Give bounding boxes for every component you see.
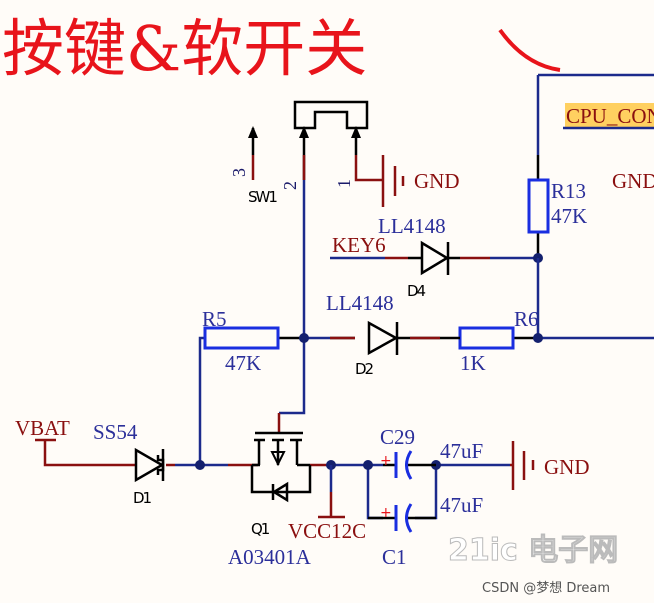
ground-icon xyxy=(510,441,535,490)
r5-value: 47K xyxy=(225,351,261,375)
sw1-pin-2: 2 xyxy=(280,181,300,190)
power-row: VBAT SS54 D1 Q1 A03401A VCC12C + + xyxy=(15,416,590,569)
d2-value: LL4148 xyxy=(326,291,394,315)
switch-sw1: 3 2 1 SW1 GND xyxy=(229,100,460,207)
capacitor-c1: + xyxy=(368,503,436,533)
r5-designator: R5 xyxy=(202,307,227,331)
red-arc-mark xyxy=(498,28,561,72)
r13-designator: R13 xyxy=(551,179,586,203)
d2-designator: D2 xyxy=(355,360,374,378)
c29-value: 47uF xyxy=(440,439,483,463)
d1-designator: D1 xyxy=(133,489,152,507)
watermark-credit: CSDN @梦想 Dream xyxy=(482,580,610,596)
svg-text:+: + xyxy=(380,505,392,521)
schematic-title: 按键&软开关 xyxy=(2,12,367,85)
net-label-key6: KEY6 xyxy=(332,233,386,257)
diode-d1 xyxy=(134,447,165,483)
r6-designator: R6 xyxy=(514,307,539,331)
sw1-designator: SW1 xyxy=(248,188,277,206)
net-label-highlight xyxy=(565,103,654,127)
r6-value: 1K xyxy=(460,351,486,375)
net-label-gnd-right: GND xyxy=(612,169,654,193)
diode-d2 xyxy=(367,320,399,356)
c1-designator: C1 xyxy=(382,545,407,569)
resistor-r13 xyxy=(527,178,550,234)
net-label-vcc12c: VCC12C xyxy=(288,519,366,543)
q1-value: A03401A xyxy=(228,545,312,569)
net-label-cpu: CPU_CON xyxy=(566,104,654,128)
watermark-site: 21ic 电子网 xyxy=(448,533,618,568)
d4-value: LL4148 xyxy=(378,214,446,238)
resistor-r5 xyxy=(203,326,280,350)
ground-icon xyxy=(381,155,405,207)
r5-d2-r6-row: R5 47K LL4148 D2 1K R6 xyxy=(198,180,654,465)
resistor-r6 xyxy=(458,326,515,350)
cpu-con-net: CPU_CON GND R13 47K xyxy=(527,73,654,258)
capacitor-c29: + xyxy=(380,450,436,480)
r13-value: 47K xyxy=(551,204,587,228)
net-label-vbat: VBAT xyxy=(15,416,70,440)
c29-designator: C29 xyxy=(380,425,415,449)
svg-text:+: + xyxy=(380,453,392,469)
d1-value: SS54 xyxy=(93,420,138,444)
c1-value: 47uF xyxy=(440,493,483,517)
d4-designator: D4 xyxy=(407,282,426,300)
sw1-pin-3: 3 xyxy=(229,168,249,177)
sw1-pin-1: 1 xyxy=(334,179,354,188)
net-label-gnd-bottom: GND xyxy=(544,455,590,479)
q1-designator: Q1 xyxy=(251,520,270,538)
net-label-gnd-sw: GND xyxy=(414,169,460,193)
diode-d4 xyxy=(420,240,450,276)
key6-branch: KEY6 LL4148 D4 xyxy=(330,214,543,300)
mosfet-q1 xyxy=(250,431,312,503)
